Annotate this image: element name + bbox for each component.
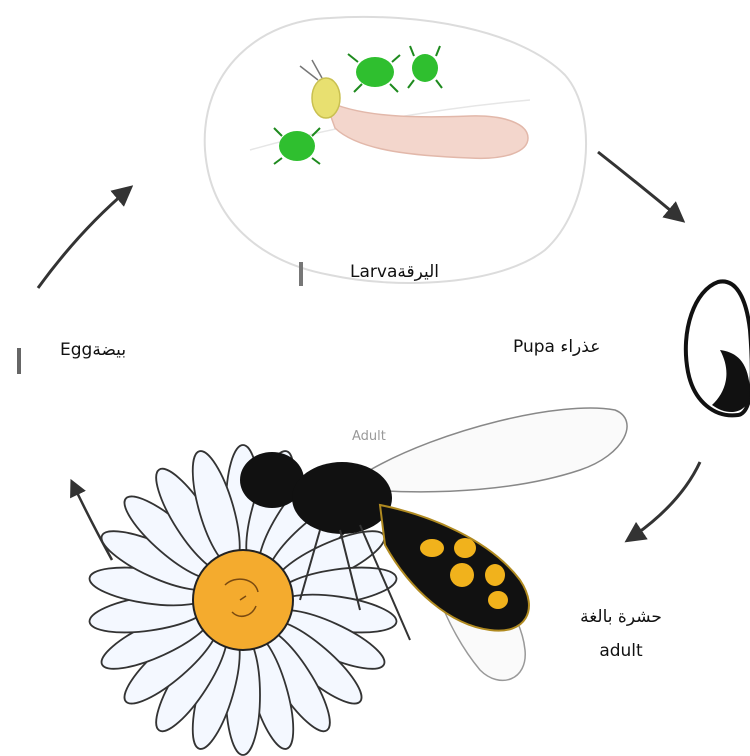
fly-wing-upper xyxy=(370,408,627,492)
aphid-2 xyxy=(408,46,442,88)
larva-label: Larvaاليرقة xyxy=(350,262,439,282)
aphid-1 xyxy=(348,54,400,92)
fly-abdomen-spot-1 xyxy=(420,539,444,557)
fly-abdomen-spot-2 xyxy=(454,538,476,558)
adult-label-arabic: حشرة بالغة xyxy=(566,607,676,627)
larva-mouthparts xyxy=(300,60,322,80)
arrow-larva-to-pupa xyxy=(598,152,682,220)
arrow-pupa-to-adult xyxy=(628,462,700,540)
fly-abdomen-spot-3 xyxy=(450,563,474,587)
larva-body xyxy=(325,100,528,158)
egg-label: Eggبيضة xyxy=(60,340,126,360)
adult-illustration: Adult xyxy=(87,408,627,755)
leaf-stem xyxy=(299,262,303,286)
larva-head xyxy=(312,78,340,118)
egg-illustration-fragment xyxy=(17,348,21,374)
flower-center xyxy=(193,550,293,650)
adult-illustration-caption: Adult xyxy=(352,429,386,444)
fly-thorax xyxy=(292,462,392,534)
pupa-label: Pupa عذراء xyxy=(513,337,600,357)
fly-abdomen-spot-5 xyxy=(488,591,508,609)
larva-illustration xyxy=(205,17,586,286)
arrow-egg-to-larva xyxy=(38,188,130,288)
pupa-illustration xyxy=(686,281,750,415)
fly-abdomen-spot-4 xyxy=(485,564,505,586)
adult-label-english: adult xyxy=(566,641,676,661)
